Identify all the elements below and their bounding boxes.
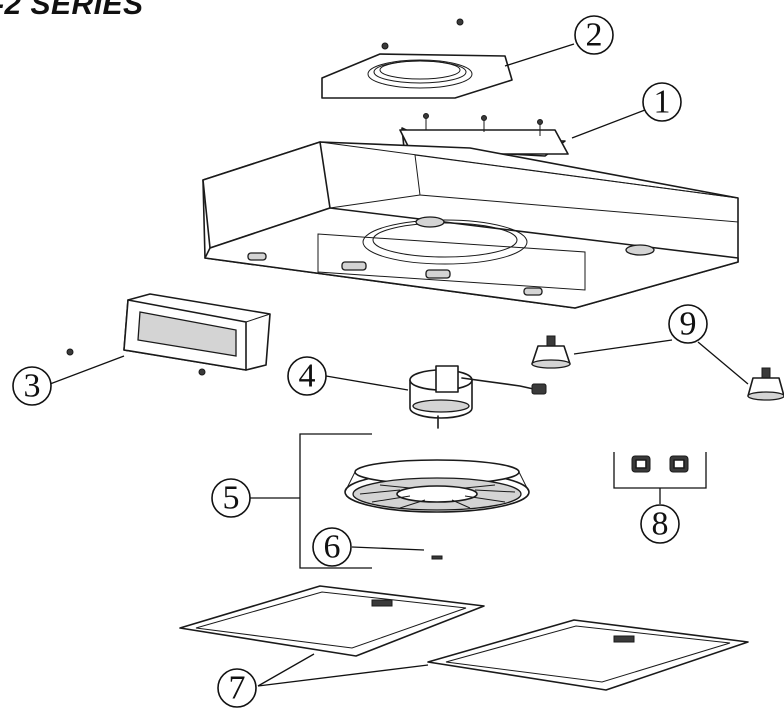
svg-text:6: 6 (324, 529, 341, 566)
callout-9: 9 (668, 304, 708, 344)
callout-5: 5 (211, 478, 251, 518)
svg-text:5: 5 (223, 480, 240, 517)
callout-8: 8 (640, 504, 680, 544)
callout-2: 2 (574, 15, 614, 55)
light-bulb-right (747, 367, 784, 401)
blower-wheel (344, 459, 530, 513)
svg-text:8: 8 (652, 506, 669, 543)
grease-filter-right (427, 619, 749, 691)
grease-filter-left (179, 585, 485, 657)
callout-4: 4 (287, 356, 327, 396)
svg-text:9: 9 (680, 306, 697, 343)
control-box (66, 293, 271, 376)
blower-motor (409, 365, 547, 429)
svg-text:4: 4 (299, 358, 316, 395)
blower-bracket (299, 433, 372, 569)
callout-7: 7 (217, 668, 257, 708)
light-sockets (613, 452, 707, 504)
range-hood-body (202, 141, 739, 309)
callout-6: 6 (312, 527, 352, 567)
svg-text:2: 2 (586, 17, 603, 54)
light-bulb-left (531, 335, 571, 369)
diagram-title: -2 SERIES (0, 0, 144, 21)
callout-3: 3 (12, 366, 52, 406)
nut (431, 555, 443, 560)
callout-1: 1 (642, 82, 682, 122)
svg-text:3: 3 (24, 368, 41, 405)
svg-text:1: 1 (654, 84, 671, 121)
duct-collar-plate (321, 18, 513, 99)
svg-text:7: 7 (229, 670, 246, 707)
